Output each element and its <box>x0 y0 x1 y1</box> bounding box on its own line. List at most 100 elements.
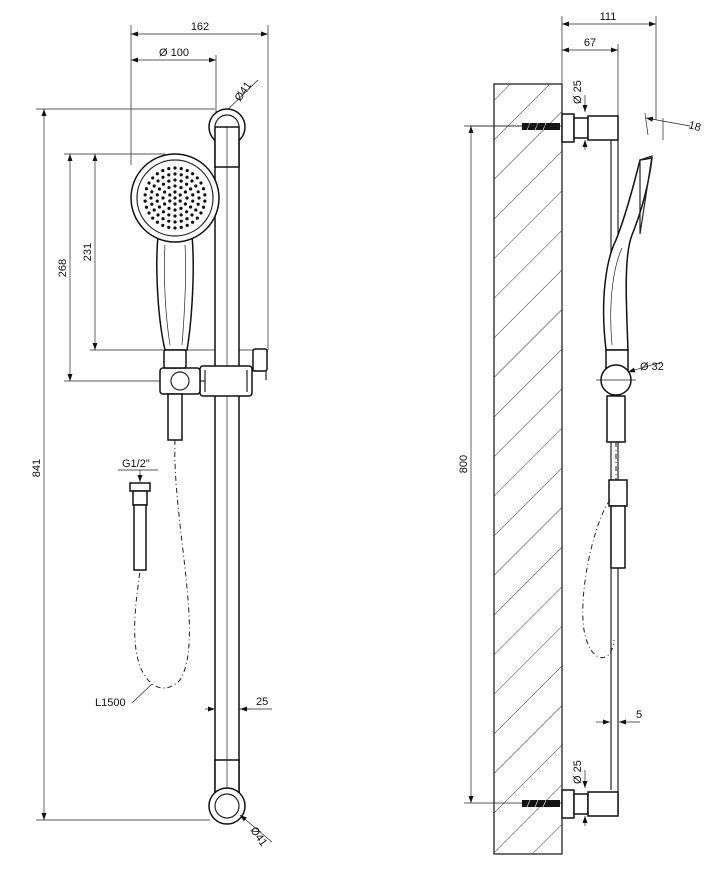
nozzle <box>201 205 206 209</box>
dim-connector-label: G1/2" <box>122 458 150 470</box>
front-handle <box>156 234 194 369</box>
front-holder <box>159 367 205 441</box>
nozzle <box>184 210 189 214</box>
dim-67: 67 <box>562 37 619 120</box>
dim-gap-label: 5 <box>636 709 642 721</box>
nozzle <box>185 217 189 221</box>
nozzle <box>179 173 183 177</box>
nozzle <box>167 225 171 229</box>
nozzle <box>167 179 171 183</box>
front-hose <box>134 439 190 689</box>
front-shower-head <box>130 153 220 243</box>
dim-rail-width: 25 <box>205 696 272 712</box>
nozzle <box>150 190 154 194</box>
nozzle <box>179 213 183 217</box>
nozzle <box>155 172 159 176</box>
nozzle <box>156 179 160 183</box>
nozzle <box>173 172 177 176</box>
nozzle <box>183 190 187 194</box>
nozzle <box>144 187 149 191</box>
nozzle <box>179 186 183 190</box>
nozzle <box>161 217 165 221</box>
nozzle <box>179 225 183 229</box>
nozzle <box>149 196 153 200</box>
dim-800: 800 <box>458 125 562 804</box>
nozzle <box>195 176 199 180</box>
nozzle <box>201 187 206 191</box>
nozzle <box>178 199 182 203</box>
nozzle <box>167 173 171 177</box>
nozzle <box>194 184 198 188</box>
dim-head-thickness: 18 <box>644 112 702 140</box>
front-rail <box>214 119 240 811</box>
dim-head-thickness-label: 18 <box>687 119 702 134</box>
front-connector: G1/2" <box>118 458 158 571</box>
dim-rail-width-label: 25 <box>256 696 268 708</box>
nozzle <box>185 175 189 179</box>
nozzle <box>195 216 199 220</box>
nozzle <box>173 184 177 188</box>
front-view: 162 Ø 100 Ø41 841 268 <box>31 21 273 849</box>
side-slider <box>596 349 636 443</box>
nozzle <box>185 223 189 228</box>
nozzle <box>173 226 177 230</box>
side-view: 111 67 Ø 25 <box>458 11 702 855</box>
nozzle <box>179 206 183 210</box>
nozzle <box>168 199 172 203</box>
dim-hose-length: L1500 <box>95 683 153 709</box>
front-bracket-top <box>208 108 246 168</box>
dim-800-label: 800 <box>458 455 470 473</box>
nozzle <box>199 181 203 185</box>
nozzle <box>147 181 151 185</box>
nozzle <box>191 199 195 203</box>
nozzle <box>185 196 189 200</box>
nozzle <box>157 205 162 209</box>
nozzle <box>150 202 154 206</box>
nozzle <box>185 168 189 173</box>
dim-162-label: 162 <box>191 21 209 33</box>
dim-bracket-bottom: Ø41 <box>239 814 273 849</box>
dim-bracket-top-label: Ø41 <box>233 80 255 104</box>
dim-bracket-bottom-label: Ø41 <box>248 825 270 849</box>
nozzle <box>203 199 207 203</box>
nozzle <box>190 179 194 183</box>
dim-111-label: 111 <box>600 11 617 23</box>
side-bracket-top <box>470 113 619 143</box>
dim-head-diameter-label: Ø 100 <box>159 47 189 59</box>
nozzle <box>155 193 159 197</box>
nozzle <box>152 184 156 188</box>
nozzle <box>155 199 159 203</box>
nozzle <box>161 182 166 186</box>
nozzle <box>167 219 171 223</box>
nozzle <box>196 190 200 194</box>
dim-67-label: 67 <box>584 37 596 49</box>
nozzle <box>184 182 189 186</box>
nozzle <box>167 213 171 217</box>
nozzle <box>188 187 193 191</box>
side-rail <box>610 120 619 812</box>
nozzle <box>203 193 207 197</box>
nozzle <box>151 216 155 220</box>
dim-gap: 5 <box>596 709 642 725</box>
dim-slider-diameter: Ø 32 <box>627 361 664 373</box>
nozzle <box>163 190 167 194</box>
nozzle <box>161 175 165 179</box>
nozzle <box>161 196 165 200</box>
dim-side-bracket-bottom-label: Ø 25 <box>572 760 584 784</box>
nozzle <box>197 196 201 200</box>
nozzle <box>188 205 193 209</box>
front-slider <box>199 348 268 397</box>
side-bracket-bottom <box>522 789 619 819</box>
nozzle <box>151 176 155 180</box>
nozzle <box>144 205 149 209</box>
dim-hose-length-label: L1500 <box>95 697 126 709</box>
nozzle <box>173 166 177 170</box>
nozzle <box>199 211 203 215</box>
nozzle <box>179 167 183 171</box>
nozzle <box>167 206 171 210</box>
nozzle <box>173 202 177 206</box>
nozzle <box>155 220 159 224</box>
dim-head-diameter: Ø 100 <box>131 47 217 170</box>
nozzle <box>157 187 162 191</box>
